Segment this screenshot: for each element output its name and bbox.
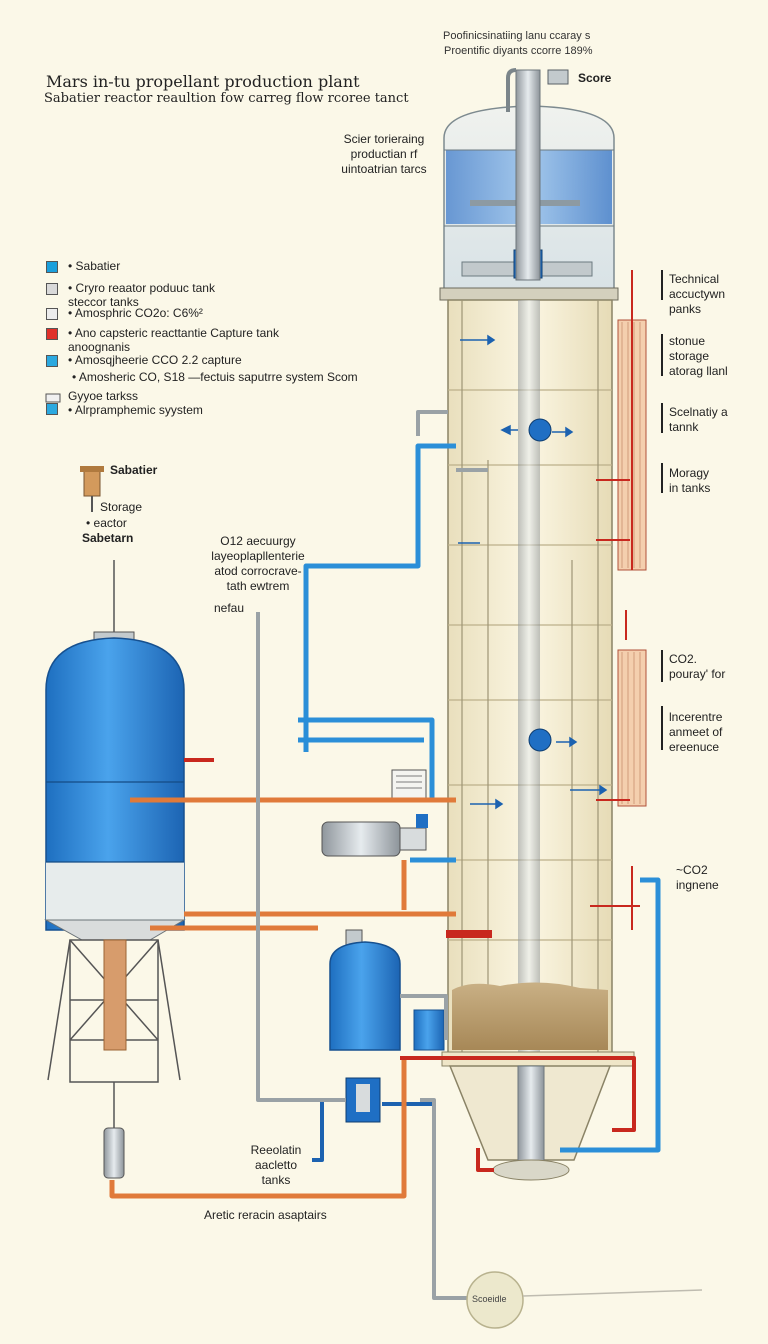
top-caption-1: Poofinicsinatiing lanu ccaray s [443,30,591,42]
right-label-6: lncerentre anmeet of ereenuce [669,710,723,754]
sabatier-mini-icon [80,466,104,512]
legend-item: • Cryro reaator poduuc tank steccor tank… [46,281,215,309]
legend-item: • Ano capsteric reacttantie Capture tank… [46,326,279,354]
legend-swatch [46,355,58,367]
legend-swatch [46,261,58,273]
legend-extra-swatch [45,393,61,403]
main-reactor-column [439,68,635,1181]
pipe-network [109,410,661,1300]
legend-swatch [46,283,58,295]
gauge [466,1271,703,1329]
label-sabatier: Sabatier [110,463,158,477]
top-caption-2: Proentific diyants ccorre 189% [444,45,593,57]
right-label-1: Technical accuctywn panks [669,272,726,316]
label-bar [661,334,663,376]
center-note: Scier torieraing productian rf uintoatri… [341,132,427,176]
legend-label: • Sabatier [68,259,121,273]
label-aretic: Aretic reracin asaptairs [204,1208,327,1222]
label-bar [661,706,663,750]
label-bar [661,463,663,493]
label-sabetarn: Sabetarn [82,531,134,545]
right-label-4: Moragy in tanks [669,466,711,495]
diagram-title: Mars in-tu propellant production plant [46,72,360,91]
right-label-2: stonue storage atorag llanl [669,334,728,378]
right-label-5: CO2. pouray' for [669,652,726,681]
legend-item: • Amosqjheerie CCO 2.2 capture [46,353,242,367]
legend-swatch [46,308,58,320]
label-o2-note: O12 aecuurgy layeoplapllenterie atod cor… [211,534,305,593]
label-bar [661,270,663,300]
legend-swatch [46,328,58,340]
gauge-label: Scoeidle [472,1294,507,1304]
legend-label: • Amosphric CO2o: C6%² [68,306,203,320]
legend-label: • Amosheric CO, S18 —fectuis saputrre sy… [72,370,358,384]
flow-arrows [458,334,608,810]
label-reactor: • eactor [86,516,127,530]
legend-label: • Ano capsteric reacttantie Capture tank… [68,326,279,354]
blue-storage-tank [44,560,186,1179]
mid-blue-tank [321,769,445,1123]
label-nefau: nefau [214,601,245,615]
legend-item: • Amosphric CO2o: C6%² [46,306,203,320]
legend-item: Gyyoe tarkss • Alrpramphemic syystem [46,389,203,417]
legend-label: • Cryro reaator poduuc tank steccor tank… [68,281,215,309]
label-storage: Storage [100,500,143,514]
label-bar [661,403,663,433]
legend-label: • Amosqjheerie CCO 2.2 capture [68,353,242,367]
legend-swatch [46,403,58,415]
legend-item: • Amosheric CO, S18 —fectuis saputrre sy… [72,370,358,384]
label-bar [661,650,663,682]
score-label: Score [578,71,612,85]
right-label-3: Scelnatiy a tannk [669,405,728,434]
diagram-subtitle: Sabatier reactor reaultion fow carreg fl… [44,91,409,106]
heat-exchanger-panels [590,270,647,930]
right-label-7: ~CO2 ingnene [676,863,719,892]
legend-item: • Sabatier [46,259,120,273]
label-reactor-tanks: Reeolatin aacletto tanks [250,1143,302,1187]
legend-label: Gyyoe tarkss • Alrpramphemic syystem [68,389,203,417]
